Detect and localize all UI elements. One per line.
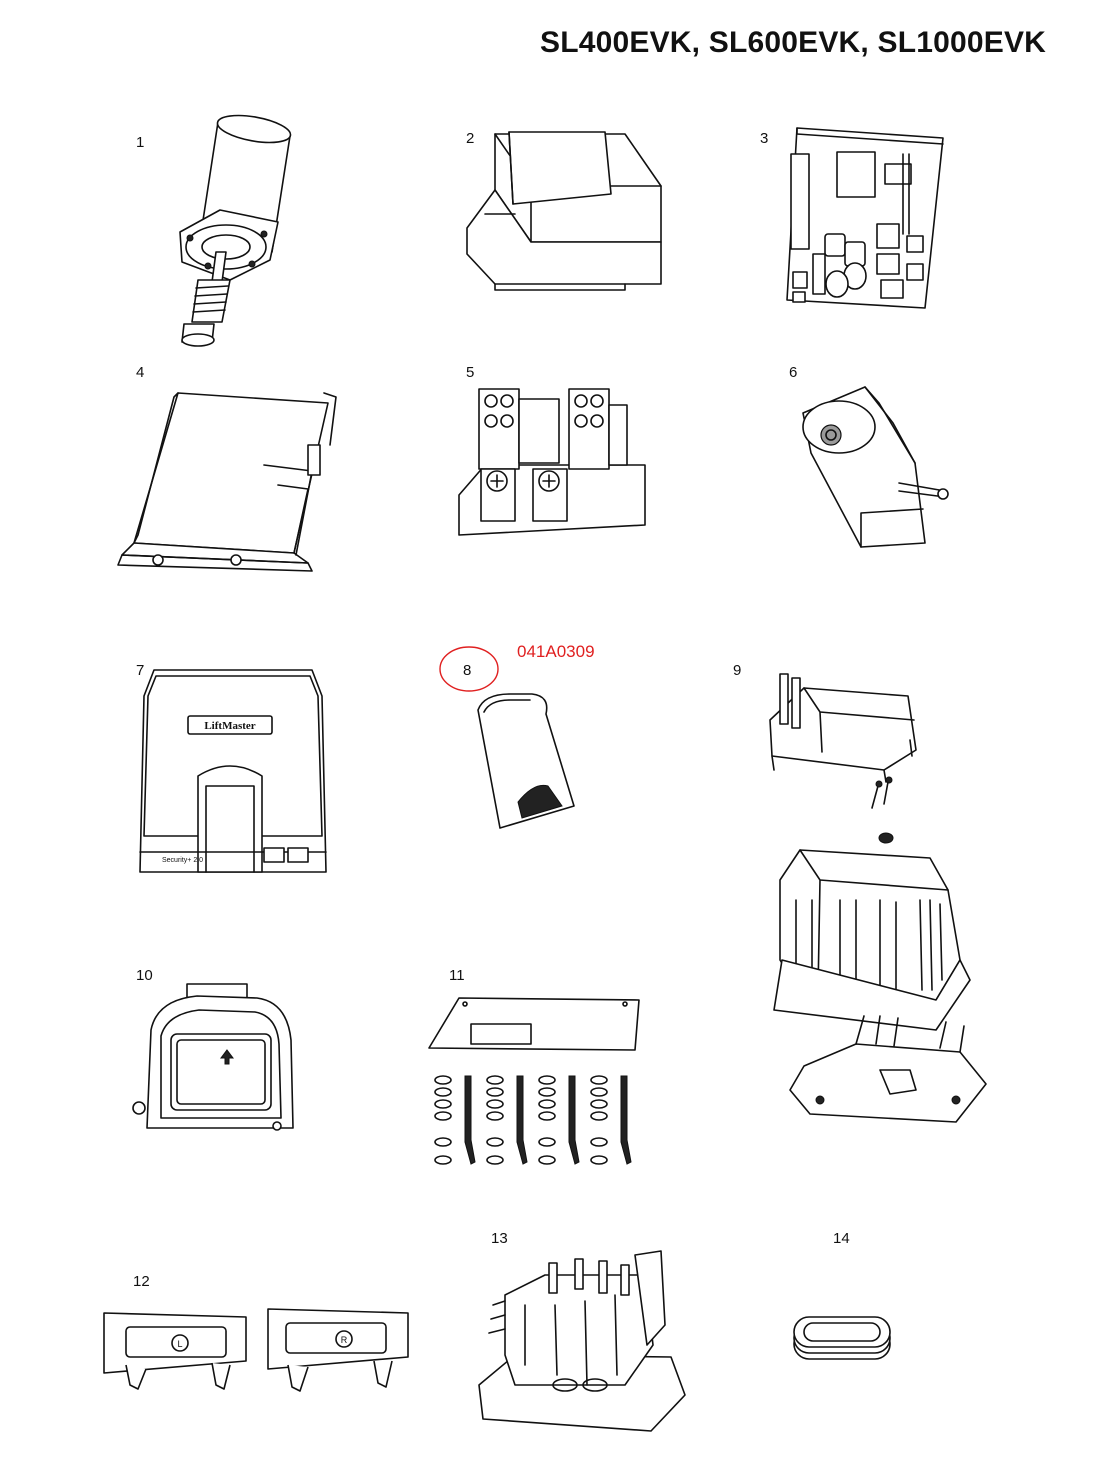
operator-cover-icon: LiftMaster Security+ 2.0: [136, 666, 331, 878]
part-number-5: 5: [466, 364, 475, 381]
mounting-plate-hardware-icon: [425, 990, 650, 1175]
gasket-icon: [790, 1315, 895, 1365]
part-number-10: 10: [136, 967, 153, 984]
limit-switch-bracket-icon: [795, 383, 965, 553]
control-board-icon: [785, 124, 950, 314]
transformer-icon: [465, 124, 665, 299]
brand-mark: LiftMaster: [204, 720, 255, 732]
page-title: SL400EVK, SL600EVK, SL1000EVK: [540, 26, 1047, 59]
part-number-9: 9: [733, 662, 742, 679]
svg-text:L: L: [177, 1339, 182, 1349]
terminal-block-board-icon: [455, 385, 655, 545]
part-number-2: 2: [466, 130, 475, 147]
cover-label: Security+ 2.0: [162, 857, 203, 864]
svg-text:R: R: [341, 1335, 348, 1345]
motor-worm-gear-icon: [160, 112, 310, 352]
part-number-annotation: 041A0309: [517, 642, 595, 661]
part-number-12: 12: [133, 1273, 150, 1290]
part-number-7: 7: [136, 662, 145, 679]
annotation-circle: [438, 645, 500, 693]
part-number-8: 8: [463, 662, 472, 679]
part-number-6: 6: [789, 364, 798, 381]
board-cover-icon: [112, 385, 342, 575]
cover-cap-icon: [470, 690, 590, 835]
gearbox-housing-assembly-icon: [760, 660, 990, 1130]
part-number-14: 14: [833, 1230, 850, 1247]
part-number-1: 1: [136, 134, 145, 151]
limit-brackets-icon: L R: [100, 1305, 415, 1405]
part-number-3: 3: [760, 130, 769, 147]
base-casting-icon: [475, 1245, 690, 1435]
access-door-icon: [127, 980, 307, 1140]
part-number-4: 4: [136, 364, 145, 381]
part-number-13: 13: [491, 1230, 508, 1247]
part-number-11: 11: [449, 967, 465, 984]
